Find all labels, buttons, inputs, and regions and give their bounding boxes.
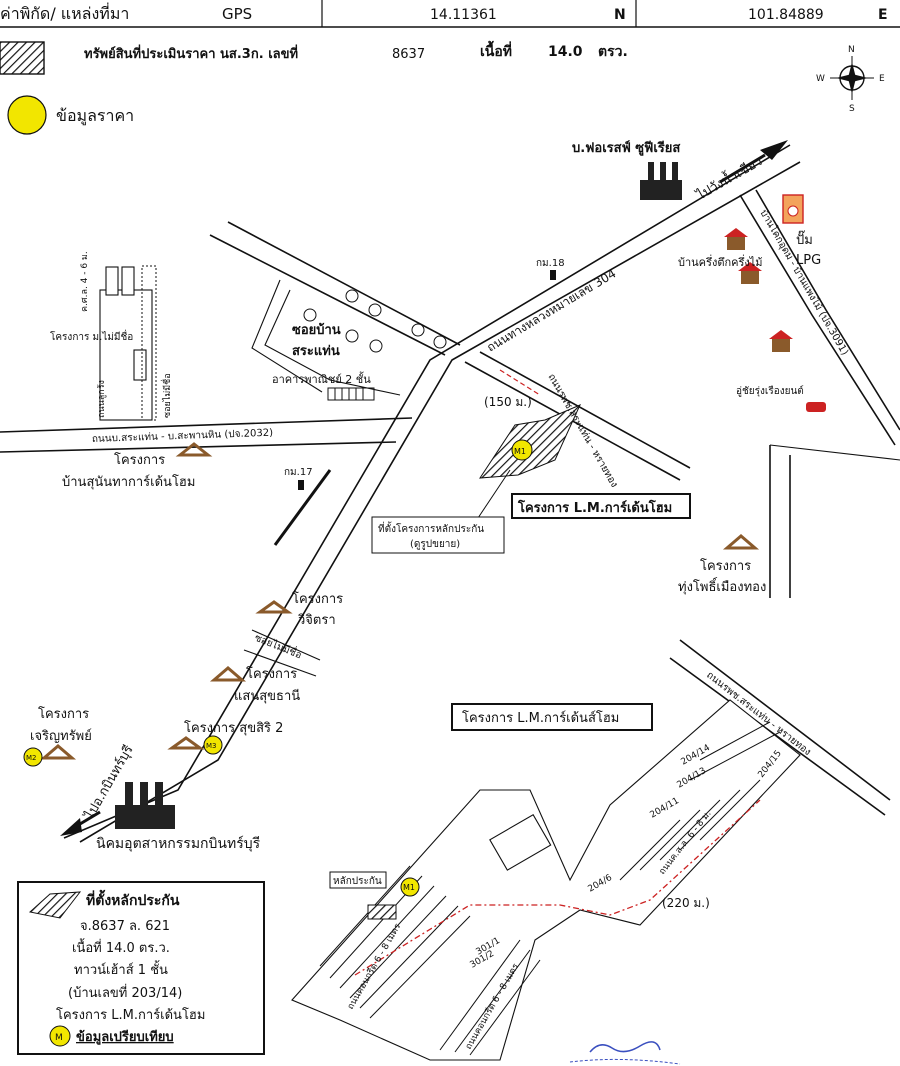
- coord-source: GPS: [222, 5, 252, 23]
- price-marker-icon: [7, 95, 47, 135]
- coordinate-header: ค่าพิกัด/ แหล่งที่มา GPS 14.11361 N 101.…: [0, 0, 900, 28]
- marker-m1-main-label: M1: [514, 447, 526, 456]
- factory-bottom-icon: [115, 782, 175, 829]
- house-icons: [724, 228, 793, 352]
- area-unit: ตรว.: [598, 44, 628, 60]
- proj-charoen-label-2: เจริญทรัพย์: [30, 728, 92, 744]
- marker-m3: [203, 735, 223, 755]
- project-roof-icons: [39, 442, 760, 760]
- dist-150-label: (150 ม.): [484, 395, 532, 409]
- lm-title2: โครงการ L.M.การ์เด้นส์โฮม: [462, 710, 619, 726]
- factory-top-icon: [640, 162, 682, 200]
- pump-label: ปั๊ม: [796, 230, 813, 248]
- proj-wichitra-label-1: โครงการ: [292, 591, 343, 607]
- km-marker-icons: [298, 270, 556, 490]
- property-label: ทรัพย์สินที่ประเมินราคา นส.3ก. เลขที่: [84, 44, 298, 62]
- stamp-scribble: [569, 1041, 681, 1065]
- soi-sakaeo-label-1: ซอยบ้าน: [292, 322, 341, 338]
- marker-m3-label: M3: [206, 742, 217, 750]
- shophouse-label: อาคารพาณิชย์ 2 ชั้น: [272, 371, 371, 386]
- legend-m-label: M: [55, 1033, 63, 1043]
- legend-line2: เนื้อที่ 14.0 ตร.ว.: [72, 938, 170, 956]
- coord-label: ค่าพิกัด/ แหล่งที่มา: [0, 2, 129, 23]
- soi-vert-label: ถนนลูกรัง: [97, 380, 107, 418]
- collateral-tag-box: [329, 871, 387, 889]
- car-icon: [806, 402, 826, 412]
- proj-thung-label-1: โครงการ: [700, 558, 751, 574]
- collateral-loc-label-2: (ดูรูปขยาย): [410, 539, 460, 550]
- legend-line1: จ.8637 ล. 621: [80, 919, 170, 934]
- marker-m1-plan: [400, 877, 420, 897]
- proj-wichitra-label-2: วิจิตรา: [297, 613, 335, 628]
- proj-suksiri-label: โครงการ สุขสิริ 2: [184, 720, 283, 736]
- garage-label: อู่ชัยรุ่งเรืองยนต์: [736, 385, 804, 397]
- lpg-label: LPG: [796, 253, 821, 268]
- price-data-label: ข้อมูลราคา: [56, 106, 134, 126]
- to-wangnamkhiao-label: ไปวังน้ำเขียว: [692, 151, 765, 204]
- proj-saen-label-2: แสนสุขธานี: [234, 688, 300, 704]
- compass-s: S: [849, 104, 855, 114]
- latitude-value: 14.11361: [430, 7, 497, 23]
- lm-title2-box: [451, 703, 653, 731]
- arrow-to-kabin-icon: [60, 818, 82, 836]
- hatched-legend-swatch: [0, 41, 45, 75]
- collateral-tag-label: หลักประกัน: [333, 876, 382, 887]
- marker-m1-main: [511, 439, 533, 461]
- marker-m2: [23, 747, 43, 767]
- gas-pump-icon: [782, 194, 804, 224]
- legend-title: ที่ตั้งหลักประกัน: [86, 889, 180, 909]
- proj-thung-label-2: ทุ่งโพธิ์เมืองทอง: [678, 577, 766, 595]
- collateral-loc-box: [371, 516, 505, 554]
- local-roads: [0, 189, 900, 816]
- legend-line6: ข้อมูลเปรียบเทียบ: [76, 1029, 174, 1045]
- soi-sakaeo-label-2: สระแท่น: [292, 344, 340, 359]
- longitude-dir: E: [878, 7, 888, 23]
- collateral-plot-hatch: [367, 904, 397, 920]
- proj-saen-label-1: โครงการ: [246, 666, 297, 682]
- km18-label: กม.18: [536, 258, 565, 269]
- lm-title: โครงการ L.M.การ์เด้นโฮม: [517, 499, 672, 516]
- road-3091-label: บ้านโคกอุดม - บ้านแพงไม้ (ปจ.3091): [757, 207, 851, 357]
- proj-charoen-label-1: โครงการ: [38, 706, 89, 722]
- legend-hatch-icon: [28, 891, 82, 919]
- area-value: 14.0: [548, 44, 583, 60]
- compass-w: W: [816, 74, 825, 84]
- longitude-value: 101.84889: [748, 7, 824, 23]
- latitude-dir: N: [614, 7, 626, 23]
- legend-line3: ทาวน์เฮ้าส์ 1 ชั้น: [74, 960, 168, 978]
- proj-sunantha-label-2: บ้านสุนันทาการ์เด้นโฮม: [62, 474, 195, 490]
- km17-label: กม.17: [284, 467, 313, 478]
- shophouse-icon: [327, 387, 375, 401]
- road-2032-label: ถนนบ.สระแท่น - บ.สะพานหิน (ปจ.2032): [92, 428, 274, 445]
- collateral-legend-box: ที่ตั้งหลักประกัน จ.8637 ล. 621 เนื้อที่…: [17, 881, 265, 1055]
- collateral-site-hatch: [479, 404, 581, 479]
- compass-rose-icon: N S E W: [816, 45, 885, 114]
- house-row-label: บ้านครึ่งตึกครึ่งไม้: [678, 254, 763, 269]
- arrow-to-wangnamkhiao-icon: [760, 140, 788, 160]
- area-label: เนื้อที่: [480, 40, 512, 60]
- marker-m2-label: M2: [26, 754, 37, 762]
- deed-number: 8637: [392, 47, 425, 62]
- dist-220-label: (220 ม.): [662, 896, 710, 910]
- site-plan: หลักประกัน M1 204/14 204/13 204/11 204/6…: [291, 699, 801, 1061]
- tree-icons: [303, 289, 447, 353]
- soi-left-label: ซอยไม่มีชื่อ: [160, 373, 173, 418]
- legend-line4: (บ้านเลขที่ 203/14): [68, 984, 182, 1001]
- kasl-label: ค.ศ.ล. 4 - 6 ม.: [80, 251, 90, 312]
- collateral-loc-label-1: ที่ตั้งโครงการหลักประกัน: [378, 521, 484, 535]
- proj-sunantha-label-1: โครงการ: [114, 452, 165, 468]
- compass-e: E: [879, 74, 885, 84]
- marker-m1-plan-label: M1: [403, 883, 415, 892]
- industrial-label: นิคมอุตสาหกรรมกบินทร์บุรี: [96, 835, 261, 852]
- forest-label: บ.ฟอเรสฟ์ ซูฟีเรียส: [572, 140, 680, 156]
- project-nameless-label: โครงการ ม.ไม่มีชื่อ: [50, 329, 133, 343]
- lm-title-box: [511, 493, 691, 519]
- legend-m-marker: [49, 1025, 71, 1047]
- compass-n: N: [848, 45, 855, 55]
- legend-line5: โครงการ L.M.การ์เด้นโฮม: [56, 1007, 205, 1023]
- top-legend: ทรัพย์สินที่ประเมินราคา นส.3ก. เลขที่ 86…: [0, 40, 628, 135]
